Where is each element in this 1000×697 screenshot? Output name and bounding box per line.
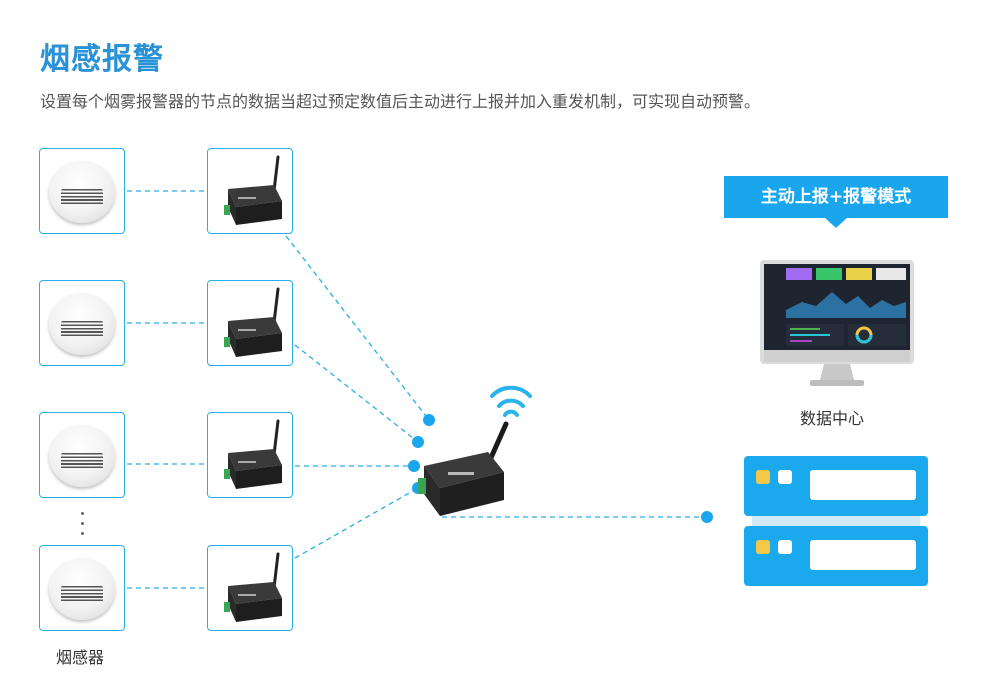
smoke-detector-box (39, 148, 125, 234)
smoke-detector-icon (49, 558, 115, 620)
server-slot (810, 540, 916, 570)
wireless-data-transceiver-icon (224, 419, 282, 489)
server-indicator-yellow (756, 540, 770, 554)
smoke-detector-icon (49, 293, 115, 355)
server-indicator-white (778, 540, 792, 554)
smoke-detector-box (39, 412, 125, 498)
server-rack-icon (744, 526, 928, 586)
mode-banner: 主动上报+报警模式 (724, 176, 948, 228)
server-indicator-yellow (756, 470, 770, 484)
server-slot (810, 470, 916, 500)
server-divider (752, 516, 920, 528)
data-center-caption: 数据中心 (800, 409, 865, 428)
connection-dot (701, 511, 713, 523)
page-title: 烟感报警 (40, 42, 164, 77)
smoke-detector-box (39, 280, 125, 366)
connection-dot (408, 460, 420, 472)
smoke-detector-icon (49, 425, 115, 487)
smoke-detector-box (39, 545, 125, 631)
page-subtitle: 设置每个烟雾报警器的节点的数据当超过预定数值后主动进行上报并加入重发机制，可实现… (40, 92, 761, 111)
wireless-node-box (207, 148, 293, 234)
more-detectors-ellipsis (81, 512, 85, 538)
wireless-node-box (207, 412, 293, 498)
dashboard-monitor-icon (760, 260, 914, 386)
connection-dot (423, 414, 435, 426)
wireless-node-box (207, 545, 293, 631)
wireless-data-transceiver-icon (224, 155, 282, 225)
server-rack-icon (744, 456, 928, 516)
connection-dot (412, 436, 424, 448)
wireless-data-transceiver-icon (224, 552, 282, 622)
server-indicator-white (778, 470, 792, 484)
wireless-node-box (207, 280, 293, 366)
smoke-detector-caption: 烟感器 (56, 648, 105, 667)
wireless-gateway-icon (418, 385, 532, 516)
wifi-signal-icon (490, 385, 532, 417)
wireless-data-transceiver-icon (224, 287, 282, 357)
smoke-detector-icon (49, 161, 115, 223)
